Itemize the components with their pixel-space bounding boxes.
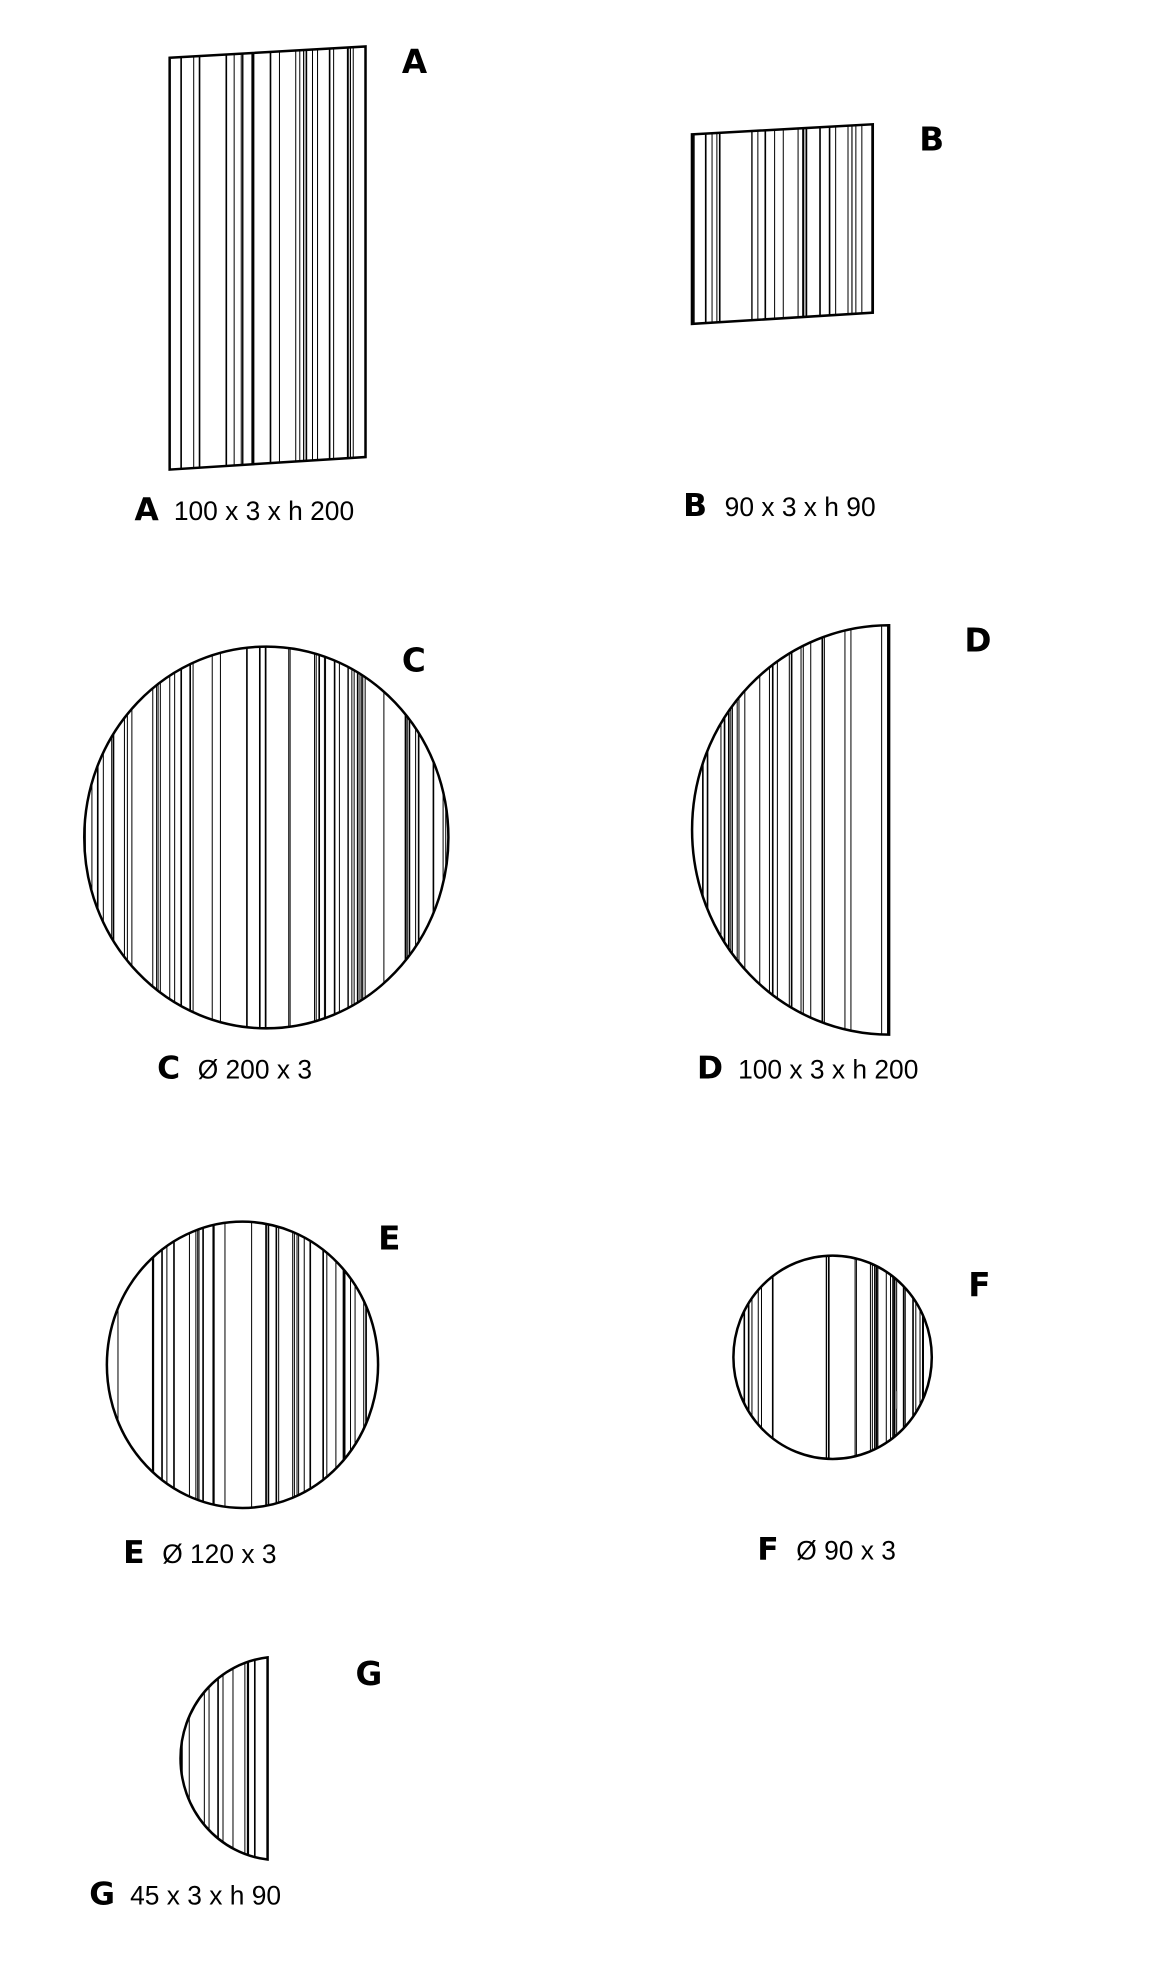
caption-dims: Ø 120 x 3: [162, 1539, 276, 1569]
caption-letter: B: [683, 488, 707, 524]
panel-d-label: D: [964, 622, 991, 660]
caption-letter: C: [157, 1051, 180, 1087]
panel-f: F F Ø 90 x 3: [732, 1254, 990, 1567]
panel-g-caption: G 45 x 3 x h 90: [89, 1877, 281, 1913]
panel-b: B B 90 x 3 x h 90: [683, 121, 944, 524]
panel-d-outline: [690, 624, 891, 1036]
panel-d: D D 100 x 3 x h 200: [690, 622, 992, 1087]
caption-letter: F: [757, 1531, 778, 1567]
panel-a-outline: [168, 45, 367, 471]
panel-e-stripes: [117, 1221, 367, 1508]
panel-a: A A 100 x 3 x h 200: [134, 43, 428, 528]
panel-b-stripes: [693, 124, 873, 324]
panel-e-label: E: [378, 1219, 400, 1257]
panel-f-outline: [732, 1254, 934, 1461]
panel-c-label: C: [402, 642, 426, 680]
caption-dims: 45 x 3 x h 90: [130, 1881, 281, 1911]
caption-dims: 90 x 3 x h 90: [725, 492, 876, 522]
panel-f-stripes: [743, 1255, 924, 1459]
panel-g-label: G: [355, 1655, 382, 1693]
panel-g-outline: [179, 1655, 269, 1861]
caption-letter: E: [123, 1535, 144, 1571]
panel-d-stripes: [692, 625, 889, 1035]
panel-f-label: F: [968, 1266, 990, 1304]
panel-b-caption: B 90 x 3 x h 90: [683, 488, 875, 524]
panel-e-caption: E Ø 120 x 3: [123, 1535, 276, 1571]
panel-b-outline: [690, 122, 875, 326]
caption-letter: A: [134, 492, 159, 528]
panel-e-outline: [105, 1220, 380, 1510]
panel-g: G G 45 x 3 x h 90: [89, 1655, 382, 1913]
panel-a-stripes: [169, 46, 354, 470]
panel-e: E E Ø 120 x 3: [105, 1219, 400, 1571]
caption-letter: G: [89, 1877, 115, 1913]
panel-c: C C Ø 200 x 3: [83, 642, 450, 1087]
caption-letter: D: [697, 1051, 723, 1087]
panel-d-caption: D 100 x 3 x h 200: [697, 1051, 918, 1087]
panel-f-caption: F Ø 90 x 3: [757, 1531, 896, 1567]
caption-dims: Ø 200 x 3: [198, 1055, 312, 1085]
panel-c-caption: C Ø 200 x 3: [157, 1051, 312, 1087]
caption-dims: Ø 90 x 3: [796, 1535, 896, 1565]
panel-a-caption: A 100 x 3 x h 200: [134, 492, 354, 528]
panel-c-outline: [83, 645, 450, 1030]
caption-dims: 100 x 3 x h 200: [738, 1055, 918, 1085]
panel-b-label: B: [919, 121, 944, 159]
caption-dims: 100 x 3 x h 200: [174, 496, 354, 526]
panel-a-label: A: [402, 43, 428, 81]
